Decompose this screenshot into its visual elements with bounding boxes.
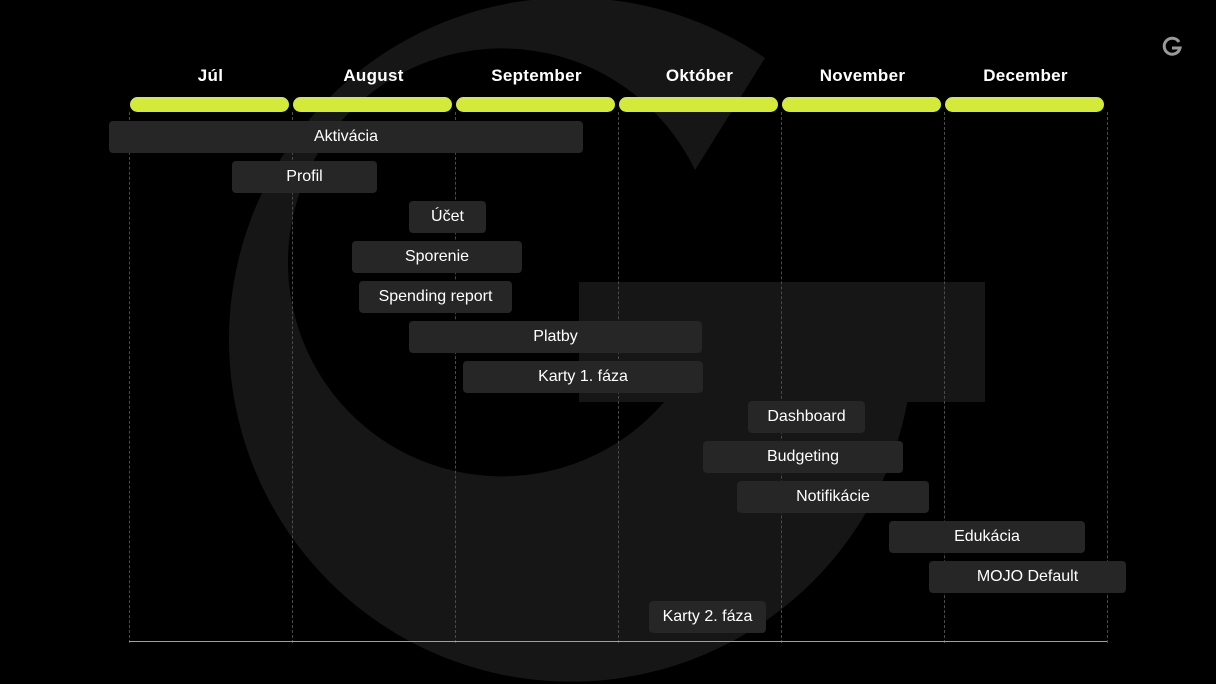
task-bar[interactable]: Karty 1. fáza — [463, 361, 703, 393]
month-grid-line — [455, 112, 456, 643]
month-grid-line — [292, 112, 293, 643]
month-label: September — [491, 66, 582, 85]
month-label: Júl — [197, 66, 224, 85]
month-bar — [619, 97, 778, 112]
month-grid-line — [129, 112, 130, 643]
task-bar[interactable]: Budgeting — [703, 441, 903, 473]
month-bar — [293, 97, 452, 112]
month-label: December — [983, 66, 1068, 85]
month-grid-line — [781, 112, 782, 643]
task-bar[interactable]: Účet — [409, 201, 486, 233]
month-label: November — [819, 66, 906, 85]
task-bar[interactable]: Sporenie — [352, 241, 522, 273]
brand-g-logo-icon — [1162, 36, 1182, 56]
task-bar[interactable]: Dashboard — [748, 401, 865, 433]
task-bar[interactable]: Profil — [232, 161, 377, 193]
task-bar[interactable]: Platby — [409, 321, 702, 353]
timeline-baseline — [129, 641, 1107, 642]
task-bar[interactable]: MOJO Default — [929, 561, 1126, 593]
task-bar[interactable]: Aktivácia — [109, 121, 583, 153]
month-grid-line — [1107, 112, 1108, 643]
month-label: Október — [665, 66, 734, 85]
month-grid-line — [944, 112, 945, 643]
month-label: August — [343, 66, 404, 85]
month-bar — [130, 97, 289, 112]
task-bar[interactable]: Spending report — [359, 281, 512, 313]
task-bar[interactable]: Edukácia — [889, 521, 1085, 553]
month-bar — [782, 97, 941, 112]
task-bar[interactable]: Karty 2. fáza — [649, 601, 766, 633]
task-bar[interactable]: Notifikácie — [737, 481, 929, 513]
month-bar — [945, 97, 1104, 112]
month-bar — [456, 97, 615, 112]
